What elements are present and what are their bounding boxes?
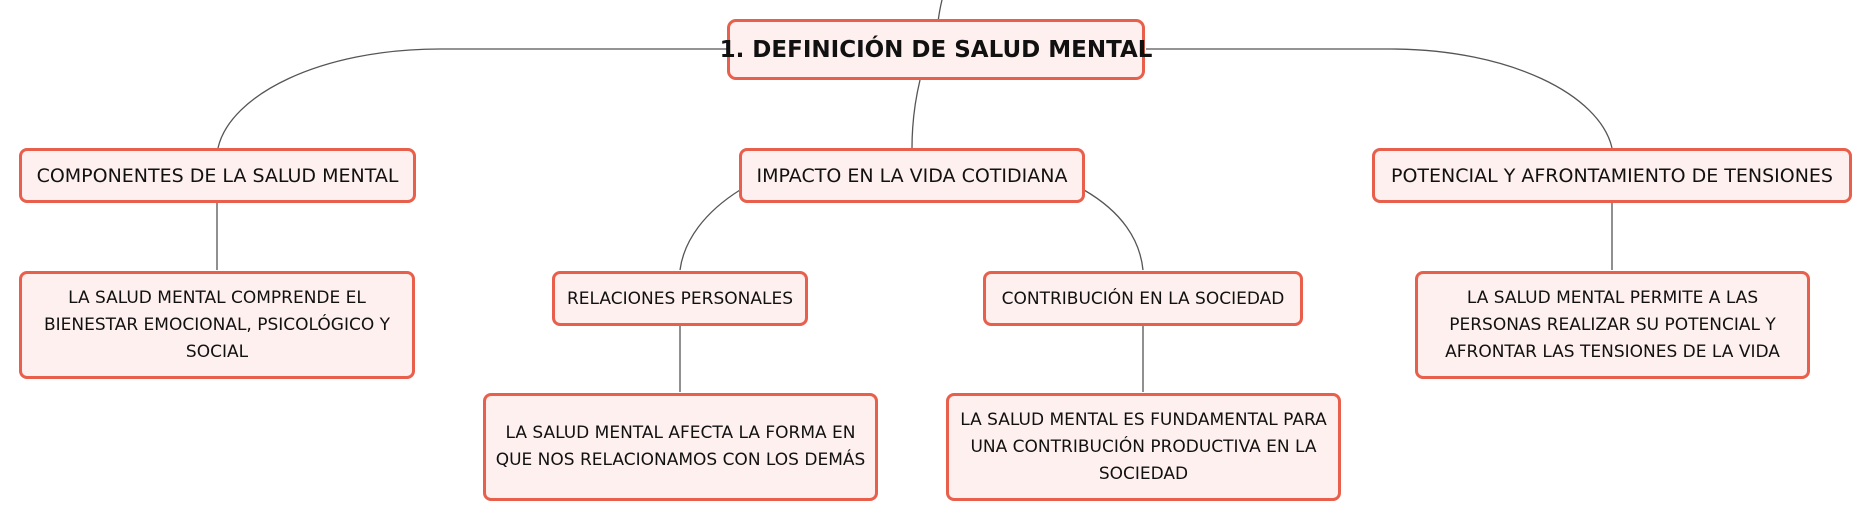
connector-impacto-to-contribucion: [1083, 189, 1144, 271]
topic-impacto[interactable]: IMPACTO EN LA VIDA COTIDIANA: [739, 148, 1085, 203]
leaf-potencial-description[interactable]: LA SALUD MENTAL PERMITE A LAS PERSONAS R…: [1415, 271, 1810, 379]
connector-root-to-componentes: [217, 48, 730, 149]
connector-root-to-impacto: [911, 79, 921, 149]
leaf-componentes-description[interactable]: LA SALUD MENTAL COMPRENDE EL BIENESTAR E…: [19, 271, 415, 379]
topic-contribucion-sociedad[interactable]: CONTRIBUCIÓN EN LA SOCIEDAD: [983, 271, 1303, 326]
topic-relaciones-personales[interactable]: RELACIONES PERSONALES: [552, 271, 808, 326]
leaf-contribucion-description[interactable]: LA SALUD MENTAL ES FUNDAMENTAL PARA UNA …: [946, 393, 1341, 501]
topic-potencial[interactable]: POTENCIAL Y AFRONTAMIENTO DE TENSIONES: [1372, 148, 1852, 203]
root-topic-node[interactable]: 1. DEFINICIÓN DE SALUD MENTAL: [720, 19, 1152, 80]
leaf-relaciones-description[interactable]: LA SALUD MENTAL AFECTA LA FORMA EN QUE N…: [483, 393, 878, 501]
connector-impacto-to-relaciones: [679, 189, 741, 271]
connector-root-to-potencial: [1146, 48, 1613, 149]
topic-componentes[interactable]: COMPONENTES DE LA SALUD MENTAL: [19, 148, 416, 203]
